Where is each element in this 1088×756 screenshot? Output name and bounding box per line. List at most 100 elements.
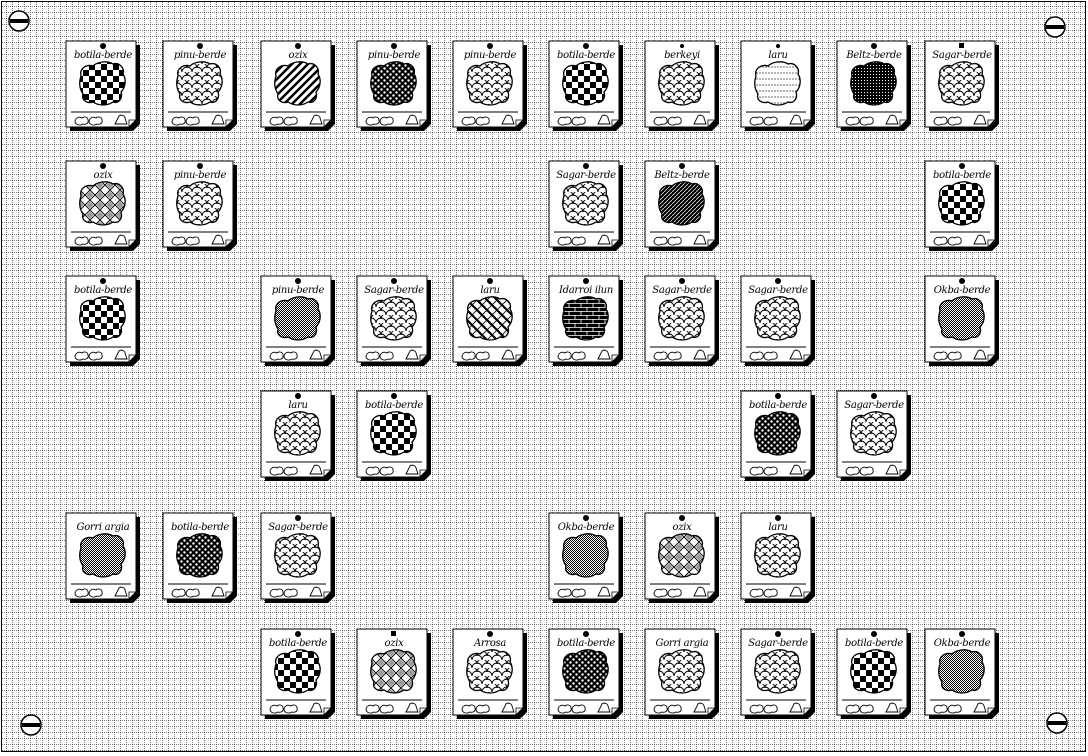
card-marker-icon (774, 392, 782, 400)
game-card[interactable]: Gorri argia (65, 512, 141, 604)
card-label: botila-berde (70, 50, 136, 61)
game-card[interactable]: botila-berde (740, 390, 816, 482)
game-card[interactable]: Arrosa (452, 628, 528, 720)
card-label: Sagar-berde (745, 285, 811, 296)
card-marker-icon (582, 277, 590, 285)
card-label: ozix (70, 170, 136, 181)
game-card[interactable]: pinu-berde (260, 275, 336, 367)
card-marker-icon (870, 630, 878, 638)
game-card[interactable]: Sagar-berde (924, 40, 1000, 132)
card-label: Okba-berde (929, 285, 995, 296)
game-card[interactable]: botila-berde (548, 628, 624, 720)
game-card[interactable]: pinu-berde (162, 40, 238, 132)
game-card[interactable]: berkeyi (644, 40, 720, 132)
card-label: Beltz-berde (649, 170, 715, 181)
card-label: Okba-berde (553, 522, 619, 533)
card-label: Sagar-berde (265, 522, 331, 533)
card-label: botila-berde (929, 170, 995, 181)
card-label: Arrosa (457, 638, 523, 649)
game-card[interactable]: Okba-berde (924, 275, 1000, 367)
game-card[interactable]: botila-berde (65, 40, 141, 132)
card-label: botila-berde (167, 522, 233, 533)
card-label: ozix (265, 50, 331, 61)
game-card[interactable]: pinu-berde (356, 40, 432, 132)
card-label: Idarroi ilun (553, 285, 619, 296)
card-label: Sagar-berde (841, 400, 907, 411)
card-label: botila-berde (70, 285, 136, 296)
card-marker-icon (958, 277, 966, 285)
game-card[interactable]: laru (260, 390, 336, 482)
card-marker-icon (99, 277, 107, 285)
card-marker-icon (870, 392, 878, 400)
game-card[interactable]: Sagar-berde (548, 160, 624, 252)
card-marker-icon (390, 630, 398, 638)
game-card[interactable]: Sagar-berde (356, 275, 432, 367)
card-label: Sagar-berde (745, 638, 811, 649)
card-marker-icon (958, 162, 966, 170)
corner-screw-icon (8, 10, 30, 32)
game-card[interactable]: ozix (644, 512, 720, 604)
game-card[interactable]: Sagar-berde (740, 628, 816, 720)
card-label: berkeyi (649, 50, 715, 61)
card-marker-icon (294, 42, 302, 50)
card-marker-icon (958, 630, 966, 638)
card-label: pinu-berde (361, 50, 427, 61)
game-card[interactable]: botila-berde (836, 628, 912, 720)
game-card[interactable]: Idarroi ilun (548, 275, 624, 367)
game-card[interactable]: Okba-berde (924, 628, 1000, 720)
card-marker-icon (294, 630, 302, 638)
card-label: ozix (361, 638, 427, 649)
card-marker-icon (774, 514, 782, 522)
game-card[interactable]: Beltz-berde (644, 160, 720, 252)
card-marker-icon (582, 630, 590, 638)
card-label: Gorri argia (70, 522, 136, 533)
card-label: Gorri argia (649, 638, 715, 649)
card-marker-icon (774, 42, 782, 50)
card-label: botila-berde (361, 400, 427, 411)
card-marker-icon (294, 392, 302, 400)
card-label: Sagar-berde (553, 170, 619, 181)
game-card[interactable]: botila-berde (162, 512, 238, 604)
game-card[interactable]: laru (452, 275, 528, 367)
card-marker-icon (196, 162, 204, 170)
card-marker-icon (582, 514, 590, 522)
card-label: botila-berde (745, 400, 811, 411)
game-card[interactable]: Okba-berde (548, 512, 624, 604)
game-card[interactable]: Gorri argia (644, 628, 720, 720)
game-card[interactable]: pinu-berde (162, 160, 238, 252)
card-label: pinu-berde (457, 50, 523, 61)
game-card[interactable]: ozix (356, 628, 432, 720)
card-label: Sagar-berde (361, 285, 427, 296)
card-marker-icon (870, 42, 878, 50)
card-label: pinu-berde (167, 50, 233, 61)
game-card[interactable]: Sagar-berde (644, 275, 720, 367)
game-card[interactable]: Sagar-berde (740, 275, 816, 367)
card-marker-icon (678, 162, 686, 170)
card-label: Beltz-berde (841, 50, 907, 61)
card-marker-icon (774, 277, 782, 285)
game-card[interactable]: ozix (65, 160, 141, 252)
game-card[interactable]: Sagar-berde (260, 512, 336, 604)
game-card[interactable]: ozix (260, 40, 336, 132)
game-card[interactable]: Beltz-berde (836, 40, 912, 132)
game-card[interactable]: pinu-berde (452, 40, 528, 132)
card-label: botila-berde (841, 638, 907, 649)
card-label: botila-berde (265, 638, 331, 649)
card-label: laru (265, 400, 331, 411)
card-label: laru (457, 285, 523, 296)
game-card[interactable]: botila-berde (924, 160, 1000, 252)
game-card[interactable]: Sagar-berde (836, 390, 912, 482)
card-label: botila-berde (553, 638, 619, 649)
corner-screw-icon (1044, 16, 1066, 38)
game-card[interactable]: botila-berde (548, 40, 624, 132)
card-marker-icon (486, 630, 494, 638)
game-card[interactable]: botila-berde (356, 390, 432, 482)
game-card[interactable]: laru (740, 40, 816, 132)
card-marker-icon (774, 630, 782, 638)
card-marker-icon (678, 277, 686, 285)
game-card[interactable]: botila-berde (260, 628, 336, 720)
card-label: Sagar-berde (929, 50, 995, 61)
game-card[interactable]: botila-berde (65, 275, 141, 367)
game-card[interactable]: laru (740, 512, 816, 604)
